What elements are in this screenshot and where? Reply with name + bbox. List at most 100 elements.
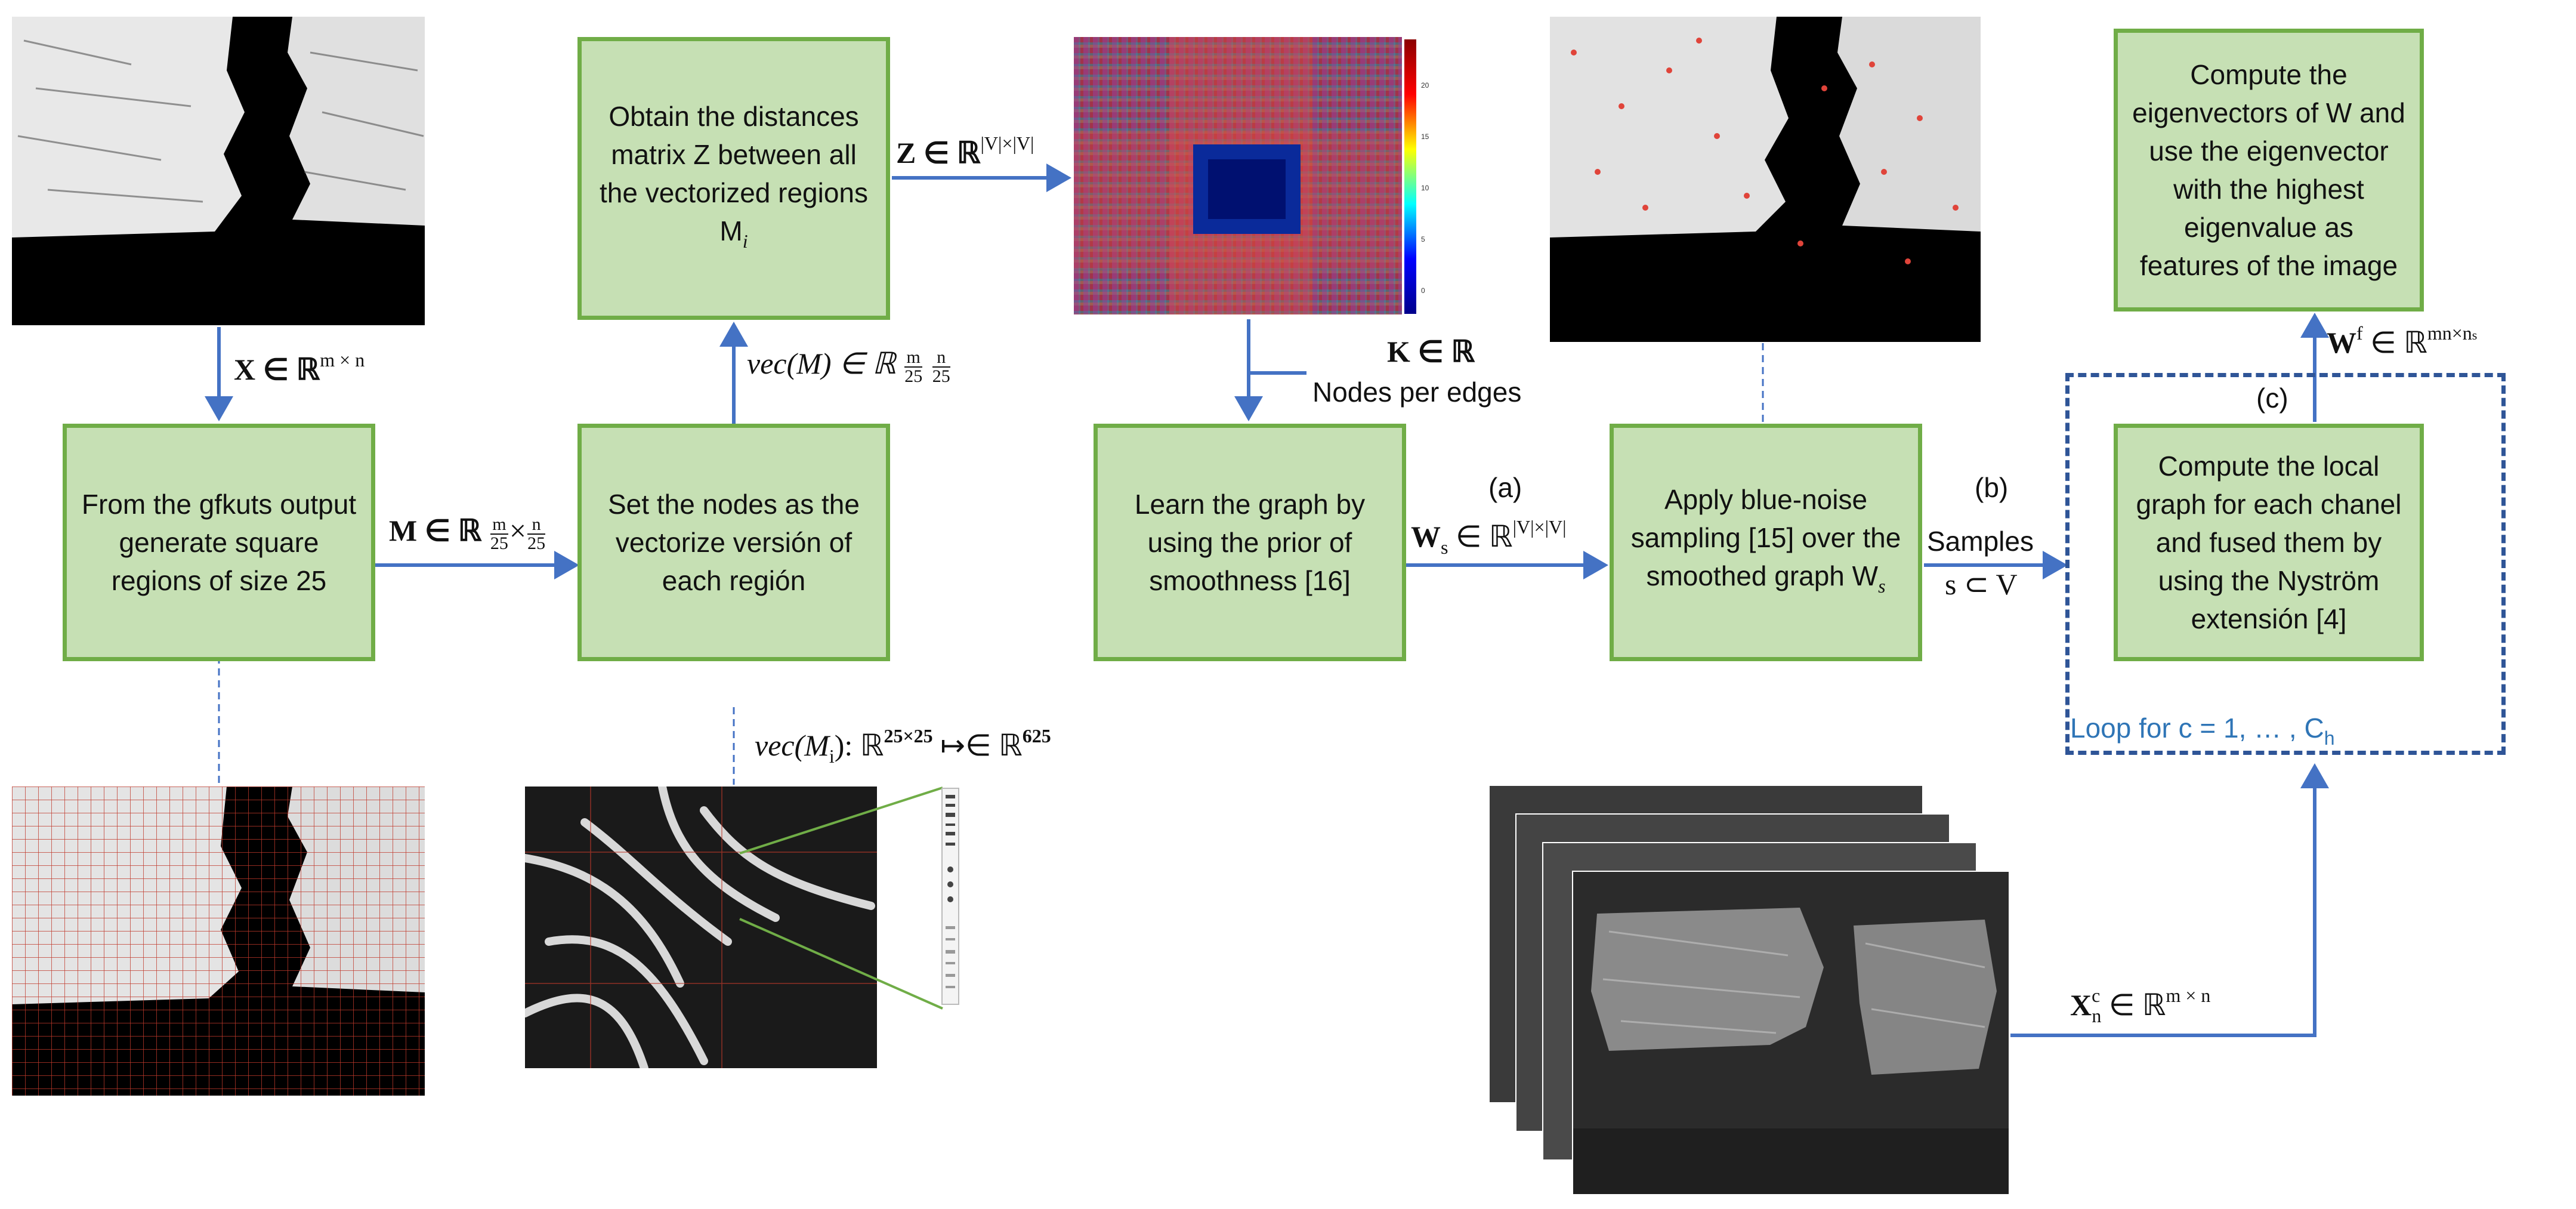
frac-den: 25 [932, 366, 950, 386]
channel-image-art [1573, 872, 2009, 1194]
box-distance-matrix: Obtain the distances matrix Z between al… [577, 37, 890, 320]
loop-label-subscript: h [2324, 727, 2335, 749]
label-step-a: (a) [1488, 472, 1522, 503]
label-wf-set: ∈ ℝ [2370, 326, 2427, 359]
label-vec-mi: vec(Mi): ℝ25×25 ↦∈ ℝ625 [755, 725, 1051, 767]
distance-matrix-heatmap [1074, 37, 1402, 314]
label-xc-sup: c [2092, 985, 2101, 1006]
vector-zoom-lines [739, 787, 943, 1010]
box-eigenvectors: Compute the eigenvectors of W and use th… [2114, 29, 2424, 311]
box-learn-graph: Learn the graph by using the prior of sm… [1094, 424, 1406, 661]
channel-loop-label: Loop for c = 1, … , Ch [2070, 712, 2335, 750]
sampled-image-art [1550, 17, 1981, 342]
label-vec-mi-rest: ): ℝ [834, 729, 884, 762]
label-z-sup: |V|×|V| [980, 132, 1034, 154]
label-z-main: Z ∈ ℝ [896, 136, 981, 169]
box-eigenvectors-text: Compute the eigenvectors of W and use th… [2132, 59, 2405, 281]
box-local-graph-text: Compute the local graph for each chanel … [2136, 451, 2402, 634]
heatmap-colorbar [1404, 39, 1416, 314]
label-vec-mi-map: ↦∈ ℝ [940, 729, 1023, 762]
label-nodes-per-edges: Nodes per edges [1312, 377, 1522, 408]
label-wf: Wf ∈ ℝmn×ns [2327, 322, 2477, 360]
frac-num: n [932, 348, 950, 368]
label-wf-sup2-text: mn×n [2427, 322, 2472, 344]
label-x-input-main: X ∈ ℝ [234, 353, 320, 386]
frac-den: 25 [904, 366, 923, 386]
frac-den: 25 [527, 533, 546, 553]
label-ws-set: ∈ ℝ [1455, 520, 1513, 553]
label-ws-main: W [1411, 520, 1441, 553]
label-ws: Ws ∈ ℝ|V|×|V| [1411, 516, 1567, 559]
box-blue-noise-subscript: s [1878, 575, 1886, 597]
arrow-channels-to-loop [2010, 763, 2329, 1037]
loop-label-text: Loop for c = 1, … , C [2070, 713, 2324, 744]
label-vec-mi-sub: i [829, 745, 835, 767]
segmented-input-image [12, 17, 425, 325]
box-set-nodes: Set the nodes as the vectorize versión o… [577, 424, 890, 661]
box-learn-graph-text: Learn the graph by using the prior of sm… [1134, 489, 1366, 596]
frac-num: m [904, 348, 923, 368]
box-set-nodes-text: Set the nodes as the vectorize versión o… [608, 489, 860, 596]
label-samples: Samples [1927, 526, 2034, 557]
colorbar-ticks: 20 15 10 5 0 [1421, 60, 1429, 316]
colorbar-tick: 20 [1421, 81, 1429, 90]
label-k-param: K ∈ ℝ [1387, 334, 1475, 369]
input-image-art [12, 17, 425, 325]
box-distance-matrix-label: Obtain the distances matrix Z between al… [599, 100, 869, 246]
grid-image-art [12, 787, 425, 1096]
label-z-matrix: Z ∈ ℝ|V|×|V| [896, 132, 1034, 170]
label-vec-mi-main: vec(M [755, 729, 829, 762]
vector-column-art [946, 795, 955, 988]
label-xc-sup2: m × n [2166, 985, 2211, 1006]
colorbar-tick: 5 [1421, 235, 1425, 243]
frac-den: 25 [490, 533, 508, 553]
label-vec-m-main: vec(M) ∈ ℝ [747, 347, 896, 380]
label-xc-set: ∈ ℝ [2108, 988, 2166, 1022]
label-step-c: (c) [2256, 383, 2288, 414]
colorbar-tick: 0 [1421, 286, 1425, 295]
label-vec-mi-sup1: 25×25 [884, 725, 933, 747]
label-wf-sup2-sub: s [2472, 328, 2478, 343]
vectorized-column [941, 788, 959, 1005]
heatmap-art [1074, 37, 1402, 314]
label-xc-sub: n [2092, 1005, 2102, 1026]
colorbar-tick: 15 [1421, 132, 1429, 141]
box-blue-noise-label: Apply blue-noise sampling [15] over the … [1630, 483, 1901, 591]
label-channel-input: Xcn ∈ ℝm × n [2070, 985, 2210, 1027]
box-blue-noise: Apply blue-noise sampling [15] over the … [1610, 424, 1922, 661]
label-vec-mi-sup2: 625 [1022, 725, 1051, 747]
sampled-graph-image [1550, 17, 1981, 342]
box-generate-regions-text: From the gfkuts output generate square r… [81, 489, 357, 596]
channel-image [1572, 871, 2010, 1195]
frac-num: m [490, 515, 508, 535]
channel-loop-frame [2065, 373, 2506, 755]
label-step-b: (b) [1975, 472, 2009, 503]
label-x-input-sup: m × n [320, 349, 365, 371]
label-wf-sup: f [2356, 322, 2363, 344]
label-k-main: K ∈ ℝ [1387, 335, 1475, 368]
box-generate-regions: From the gfkuts output generate square r… [63, 424, 375, 661]
frac-num: n [527, 515, 546, 535]
box-distance-matrix-subscript: i [742, 230, 748, 252]
label-x-input: X ∈ ℝm × n [234, 349, 365, 387]
label-xc-main: X [2070, 988, 2092, 1022]
box-blue-noise-text: Apply blue-noise sampling [15] over the … [1628, 480, 1904, 605]
channel-stack [1488, 785, 2013, 1196]
label-ws-sub: s [1441, 536, 1448, 558]
label-samples-set: s ⊂ V [1945, 568, 2018, 601]
label-ws-sup: |V|×|V| [1512, 516, 1567, 538]
zoom-image-art [525, 787, 877, 1068]
colorbar-tick: 10 [1421, 184, 1429, 192]
label-m-main: M ∈ ℝ [389, 514, 482, 547]
box-local-graph: Compute the local graph for each chanel … [2114, 424, 2424, 661]
grid-regions-image [12, 787, 425, 1096]
label-wf-sup2: mn×ns [2427, 322, 2478, 344]
zoomed-region-image [525, 787, 877, 1068]
